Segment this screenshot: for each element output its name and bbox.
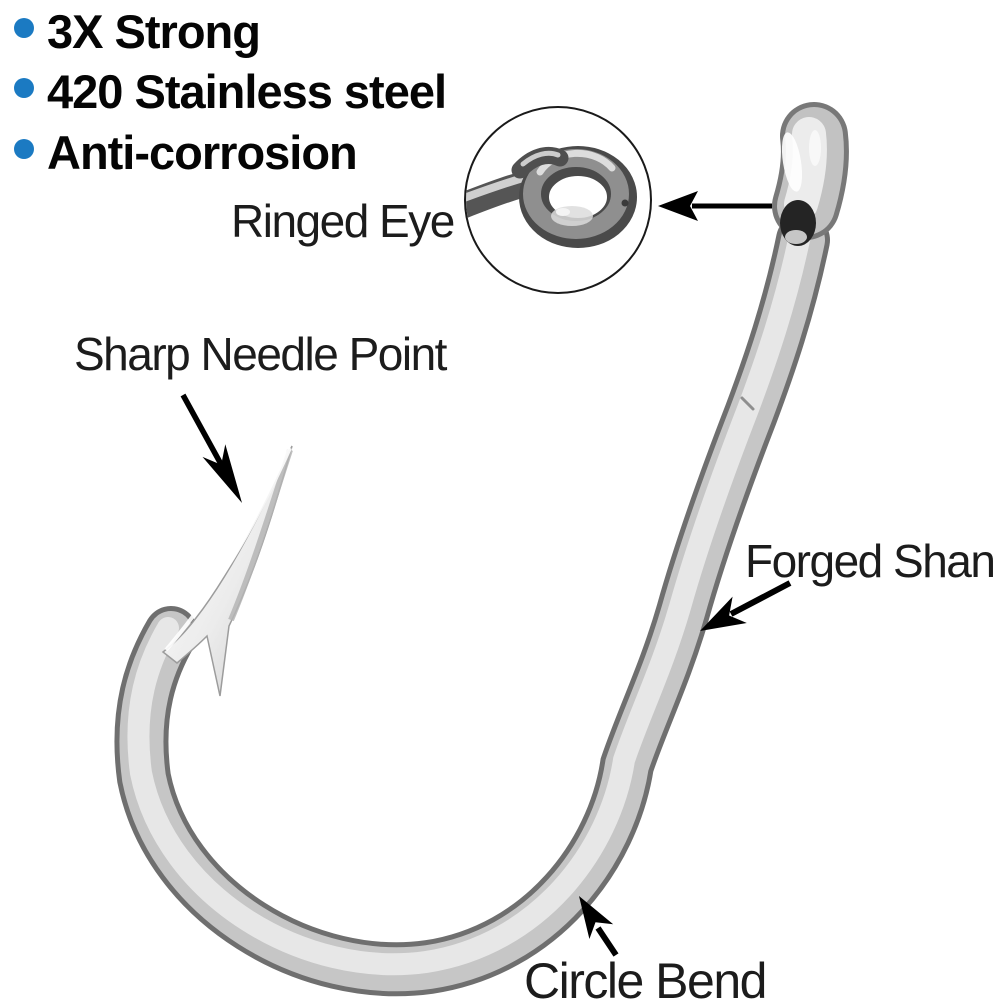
hook-eye [772, 102, 849, 246]
feature-item: 3X Strong [14, 5, 261, 58]
fishing-hook [114, 102, 849, 997]
arrow-ringed-eye [658, 191, 772, 221]
eye-highlight [781, 132, 803, 192]
eye-inset [464, 106, 652, 294]
label-forged-shank: Forged Shan [745, 535, 996, 587]
bullet-icon [14, 18, 34, 38]
arrow-circle-bend [579, 896, 619, 957]
feature-label: Anti-corrosion [47, 126, 358, 179]
inset-eye-closeup [466, 146, 637, 248]
label-circle-bend: Circle Bend [524, 953, 767, 1000]
label-sharp-needle-point: Sharp Needle Point [74, 328, 447, 380]
arrow-sharp-needle-point [180, 393, 242, 503]
arrow-forged-shank [700, 580, 792, 631]
hook-shank-and-bend [114, 213, 830, 997]
feature-item: 420 Stainless steel [14, 65, 447, 118]
shank-nick [740, 396, 755, 411]
hook-point [161, 445, 293, 697]
feature-label: 3X Strong [47, 5, 261, 58]
feature-item: Anti-corrosion [14, 126, 358, 179]
annotation-arrows [180, 191, 792, 957]
bullet-icon [14, 139, 34, 159]
feature-label: 420 Stainless steel [47, 65, 447, 118]
bullet-icon [14, 78, 34, 98]
label-ringed-eye: Ringed Eye [231, 195, 455, 247]
inset-speck [621, 199, 629, 207]
